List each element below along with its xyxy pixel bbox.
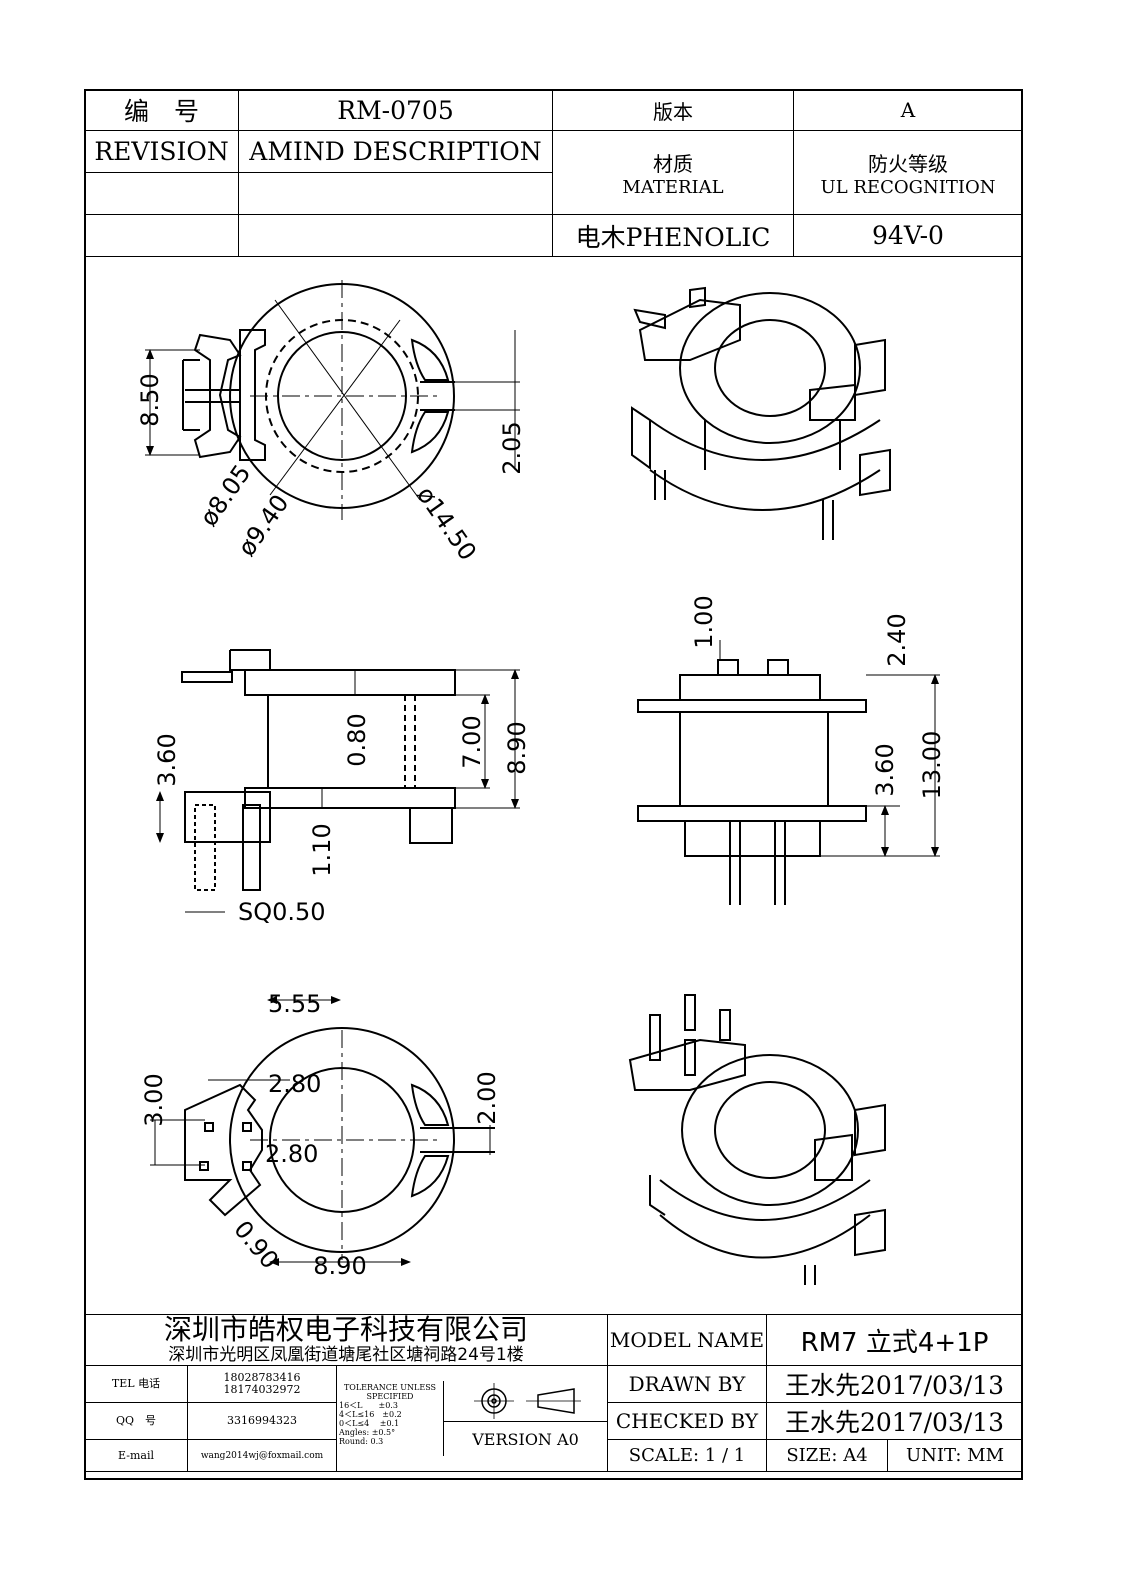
revision-cell	[84, 172, 239, 215]
dim-side-total: 8.90	[503, 721, 531, 774]
checked-label: CHECKED BY	[607, 1402, 767, 1440]
ul-value: 94V-0	[793, 214, 1023, 257]
technical-drawing: 8.50 2.05 ø8.05 ø9.40 ø14.50 3.60 0.80 7…	[136, 280, 946, 1285]
scale: SCALE: 1 / 1	[607, 1439, 767, 1472]
checked-value: 王水先2017/03/13	[766, 1402, 1023, 1440]
model-value: RM7 立式4+1P	[766, 1314, 1023, 1366]
dim-front-pin: 1.00	[690, 595, 718, 648]
ul-en: UL RECOGNITION	[820, 176, 996, 198]
top-view	[145, 280, 520, 520]
tol-title: TOLERANCE UNLESS SPECIFIED	[343, 1383, 437, 1401]
dim-front-top: 2.40	[883, 613, 911, 666]
number-value: RM-0705	[238, 89, 553, 131]
dim-side-inner: 7.00	[458, 715, 486, 768]
dim-side-sq: SQ0.50	[238, 898, 326, 926]
dim-side-base: 1.10	[308, 823, 336, 876]
front-view	[637, 640, 940, 905]
projection-box: VERSION A0	[444, 1381, 607, 1456]
company-address: 深圳市光明区凤凰街道塘尾社区塘祠路24号1楼	[168, 1345, 524, 1365]
tel-cell: 18028783416 18174032972	[187, 1365, 337, 1403]
material-en: MATERIAL	[622, 176, 724, 198]
material-value: 电木PHENOLIC	[552, 214, 794, 257]
revision-label: REVISION	[84, 130, 239, 173]
dim-top-slot: 2.05	[498, 421, 526, 474]
model-label: MODEL NAME	[607, 1314, 767, 1366]
dim-bot-b: 2.80	[265, 1140, 318, 1168]
dim-bot-width-top: 5.55	[268, 990, 321, 1018]
company-name: 深圳市皓权电子科技有限公司	[163, 1313, 528, 1346]
dim-side-pin: 3.60	[153, 733, 181, 786]
projection-symbol-icon	[444, 1381, 607, 1422]
email-value: wang2014wj@foxmail.com	[187, 1439, 337, 1472]
material-cn: 材质	[653, 151, 693, 176]
tolerance-box: TOLERANCE UNLESS SPECIFIED 16＜L ±0.3 4＜L…	[337, 1381, 444, 1456]
tolerance-symbols-cell: TOLERANCE UNLESS SPECIFIED 16＜L ±0.3 4＜L…	[336, 1365, 608, 1472]
company-cell: 深圳市皓权电子科技有限公司 深圳市光明区凤凰街道塘尾社区塘祠路24号1楼	[84, 1313, 608, 1366]
iso-view-top	[631, 286, 891, 540]
amend-label: AMIND DESCRIPTION	[238, 130, 553, 173]
tel-label: TEL 电话	[84, 1365, 188, 1403]
ul-cn: 防火等级	[868, 151, 948, 176]
dim-bot-a: 2.80	[268, 1070, 321, 1098]
dim-side-wall: 0.80	[343, 713, 371, 766]
size: SIZE: A4	[766, 1439, 888, 1472]
bottom-view	[150, 996, 495, 1266]
dim-d1: ø8.05	[194, 459, 256, 531]
qq-label: QQ 号	[84, 1402, 188, 1440]
tel-2: 18174032972	[223, 1383, 301, 1396]
tol-1: 16＜L ±0.3	[339, 1401, 398, 1410]
qq-value: 3316994323	[187, 1402, 337, 1440]
description-cell	[238, 214, 553, 257]
title-block: 深圳市皓权电子科技有限公司 深圳市光明区凤凰街道塘尾社区塘祠路24号1楼 MOD…	[84, 1314, 1023, 1472]
version-label: 版本	[552, 89, 794, 131]
ul-header: 防火等级 UL RECOGNITION	[793, 130, 1023, 215]
tol-5: Round: 0.3	[339, 1437, 384, 1446]
description-cell	[238, 172, 553, 215]
tol-4: Angles: ±0.5°	[339, 1428, 396, 1437]
header-table: 编 号 RM-0705 版本 A REVISION AMIND DESCRIPT…	[84, 89, 1023, 257]
dim-d3: ø14.50	[411, 481, 482, 565]
tel-1: 18028783416	[223, 1371, 301, 1384]
dim-front-total: 13.00	[918, 731, 946, 800]
dim-bot-width: 8.90	[313, 1252, 366, 1280]
dim-bot-pin: 0.90	[228, 1215, 284, 1274]
dim-d2: ø9.40	[232, 489, 294, 561]
side-view	[156, 649, 520, 913]
version-label: VERSION A0	[472, 1429, 579, 1449]
dim-front-pin-h: 3.60	[871, 743, 899, 796]
tol-2: 4＜L≤16 ±0.2	[339, 1410, 402, 1419]
dim-bot-left: 3.00	[140, 1073, 168, 1126]
drawn-value: 王水先2017/03/13	[766, 1365, 1023, 1403]
drawn-label: DRAWN BY	[607, 1365, 767, 1403]
dim-bot-slot: 2.00	[473, 1071, 501, 1124]
dim-top-height: 8.50	[136, 373, 164, 426]
unit: UNIT: MM	[887, 1439, 1023, 1472]
revision-cell	[84, 214, 239, 257]
iso-view-bottom	[628, 994, 886, 1285]
number-label: 编 号	[84, 89, 239, 131]
version-value: A	[793, 89, 1023, 131]
material-header: 材质 MATERIAL	[552, 130, 794, 215]
tol-3: 0＜L≤4 ±0.1	[339, 1419, 400, 1428]
email-label: E-mail	[84, 1439, 188, 1472]
